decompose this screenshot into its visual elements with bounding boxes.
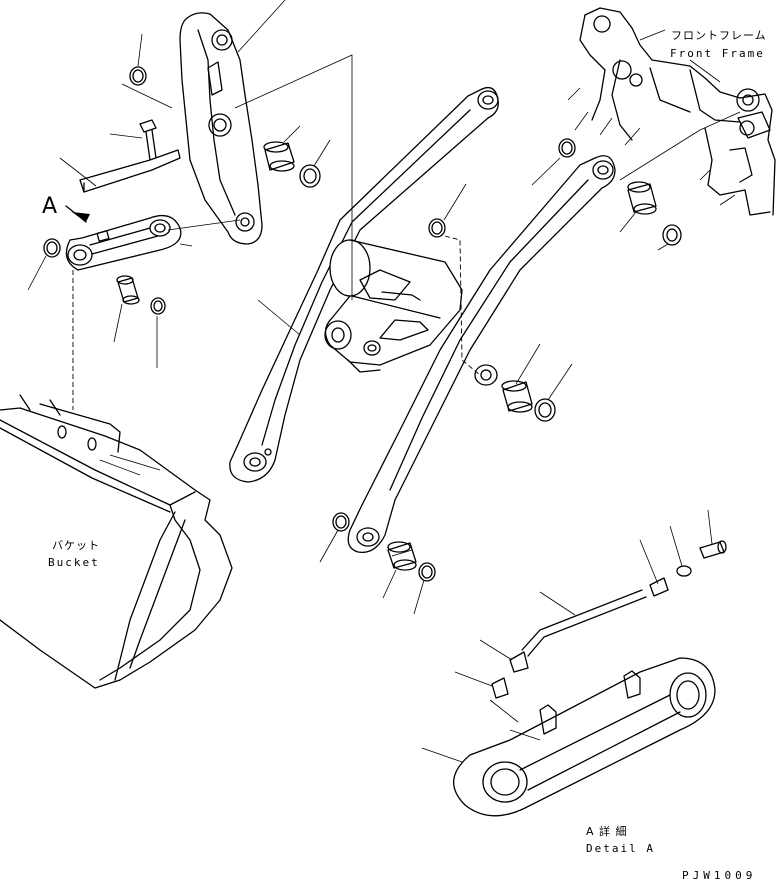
grease-fittings [649,540,727,597]
cross-tube [324,239,463,373]
ring-bottom-left [332,512,350,532]
drawing-code: PJW1009 [682,869,757,882]
ring-top-left [129,66,147,86]
bushing-right-middle [501,380,556,422]
right-lift-arm [347,155,616,554]
bucket [0,394,233,689]
dashed-center-lines [72,235,481,410]
front-frame-label-en: Front Frame [670,47,765,60]
bolt-and-plate [79,119,181,193]
bushing-bottom [387,541,436,582]
bushing-right-upper [627,181,682,246]
bucket-label-jp: バケット [52,539,100,552]
view-a-marker: A [42,194,58,219]
bell-crank [179,12,263,245]
detail-a-label-en: Detail A [586,842,655,855]
detail-a-label-jp: A 詳 細 [586,825,628,838]
ring-center [428,218,446,238]
grease-tube [491,589,647,699]
assembly-lines [167,54,741,300]
ring-right-upper [558,138,576,158]
ring-left-upper [43,238,61,258]
detail-a-link [452,657,716,817]
left-lift-arm [229,86,499,483]
leader-lines [27,0,713,763]
bushing-left [116,275,166,315]
bucket-link [65,205,182,271]
front-frame-label-jp: フロントフレーム [671,29,767,42]
bucket-label-en: Bucket [48,556,100,569]
bushing-top [263,141,321,188]
front-frame [567,7,776,216]
